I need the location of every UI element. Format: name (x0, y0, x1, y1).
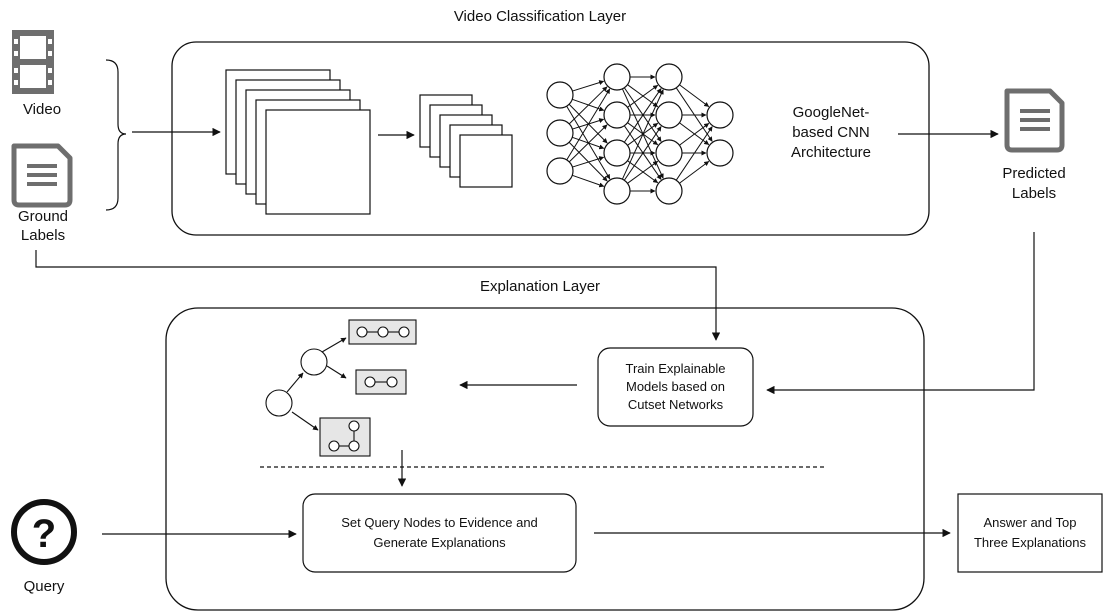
video-frames-stack (225, 69, 371, 215)
explanation-layer-title: Explanation Layer (479, 278, 601, 295)
nn-node (655, 139, 683, 167)
predicted-labels-label: Predicted Labels (1002, 165, 1066, 202)
nn-connection (621, 89, 664, 180)
answer-box (957, 493, 1103, 573)
nn-connection (568, 86, 608, 125)
nn-connection (568, 124, 608, 163)
nn-connection (679, 122, 710, 146)
train-box-text: Train Explainable Models based on Cutset… (625, 361, 726, 412)
feature-maps-stack (419, 94, 513, 188)
nn-connection (623, 88, 662, 143)
nn-node (603, 63, 631, 91)
nn-node (706, 139, 734, 167)
nn-connection (623, 126, 662, 181)
nn-connection (566, 88, 611, 161)
cnn-architecture-label: GoogleNet- based CNN Architecture (790, 104, 872, 161)
video-classification-layer (171, 41, 930, 236)
answer-box-text: Answer and Top Three Explanations (973, 515, 1086, 550)
input-brace (105, 59, 127, 211)
predicted-labels-connector (766, 232, 1035, 395)
question-circle-icon: ? (11, 499, 77, 565)
ground-labels-connector (35, 250, 721, 341)
cutset-network (265, 319, 417, 457)
query-nodes-box (302, 493, 577, 573)
nn-node (546, 81, 574, 109)
document-icon (11, 143, 73, 208)
nn-node (655, 101, 683, 129)
nn-connection (627, 160, 659, 184)
nn-node (603, 101, 631, 129)
video-label: Video (22, 101, 62, 118)
train-models-box (597, 347, 754, 427)
query-box-text: Set Query Nodes to Evidence and Generate… (341, 515, 538, 550)
classification-layer-title: Video Classification Layer (453, 8, 627, 25)
document-icon (1004, 88, 1065, 153)
nn-node (603, 139, 631, 167)
query-label: Query (23, 578, 65, 595)
svg-text:?: ? (32, 512, 56, 556)
nn-connection (627, 84, 659, 108)
nn-connection (679, 160, 710, 184)
ground-labels-label: Ground Labels (17, 208, 69, 244)
nn-node (655, 177, 683, 205)
nn-node (655, 63, 683, 91)
nn-node (706, 101, 734, 129)
nn-node (546, 119, 574, 147)
nn-connection (572, 80, 605, 92)
nn-connection (679, 84, 710, 108)
nn-node (603, 177, 631, 205)
nn-node (546, 157, 574, 185)
neural-network (546, 63, 734, 205)
film-icon (12, 30, 54, 94)
nn-connection (675, 126, 713, 181)
nn-connection (572, 174, 605, 188)
explanation-layer (165, 307, 925, 611)
nn-connection (572, 156, 605, 168)
